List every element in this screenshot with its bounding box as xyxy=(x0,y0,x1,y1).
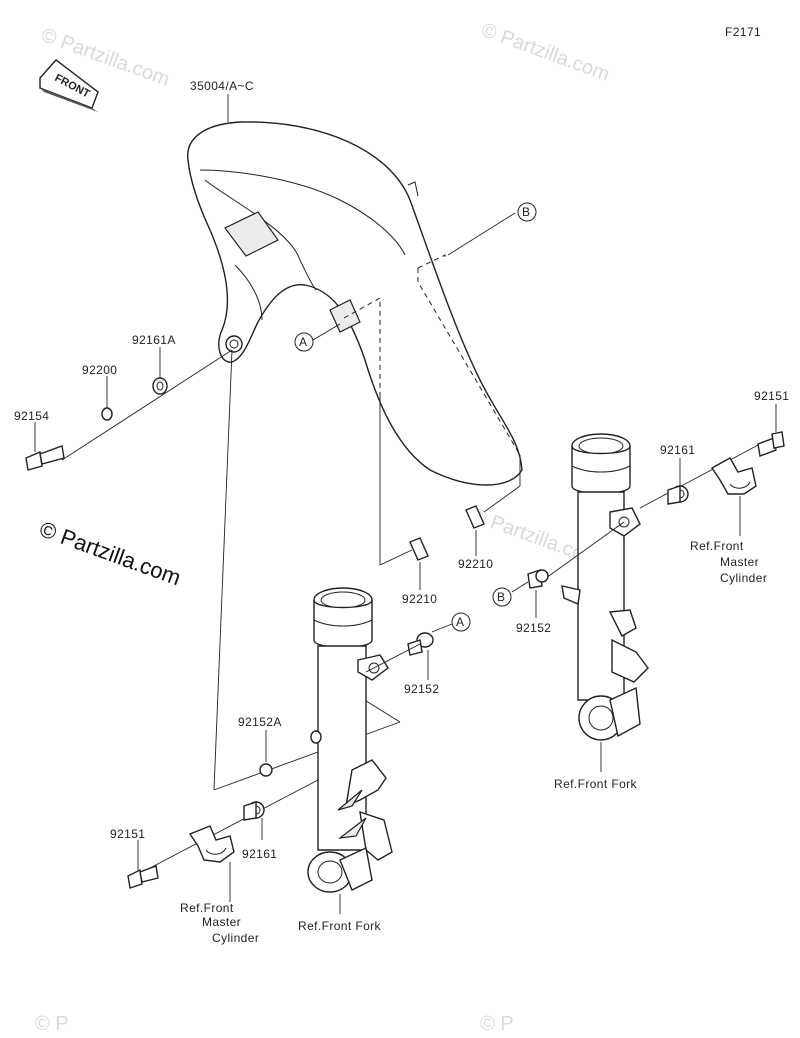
clip-92210-b xyxy=(465,505,485,529)
label-bolt-right: 92151 xyxy=(754,389,789,403)
clip-92210-a xyxy=(409,537,429,561)
callout-b-upper xyxy=(517,202,537,222)
watermark-bottom-right: © P xyxy=(480,1013,514,1033)
right-front-fork xyxy=(561,433,649,741)
bolt-92151-right xyxy=(757,431,785,457)
label-bolt-lower-left: 92151 xyxy=(110,827,145,841)
watermark-main: © Partzilla.com xyxy=(36,516,184,590)
label-collar-b: 92152 xyxy=(516,621,551,635)
label-washer: 92200 xyxy=(82,363,117,377)
label-bushing-left: 92161 xyxy=(242,847,277,861)
front-direction-badge: FRONT xyxy=(39,59,99,112)
ref-front-fork-left: Ref.Front Fork xyxy=(298,919,382,933)
bolt-92151-left xyxy=(127,865,159,889)
label-bushing-right: 92161 xyxy=(660,443,695,457)
callout-a-lower xyxy=(451,612,471,632)
callout-b-lower xyxy=(492,587,512,607)
callout-a-upper xyxy=(294,332,314,352)
callout-a-upper-text: A xyxy=(299,335,307,349)
bushing-92161-right xyxy=(667,485,689,505)
label-collar-left: 92152A xyxy=(238,715,282,729)
left-front-fork xyxy=(307,587,393,893)
watermark-bottom-left: © P xyxy=(35,1013,69,1033)
bracket-right-master-cylinder xyxy=(710,457,757,495)
bracket-left-master-cylinder xyxy=(188,825,235,863)
ref-mc-right-2: Master xyxy=(720,555,759,569)
ref-mc-right-1: Ref.Front xyxy=(690,539,744,553)
ref-mc-left-1: Ref.Front xyxy=(180,901,234,915)
callout-b-lower-text: B xyxy=(497,590,505,604)
label-clip-b: 92210 xyxy=(458,557,493,571)
label-clip-a: 92210 xyxy=(402,592,437,606)
bushing-92161-left xyxy=(243,801,265,821)
label-fender: 35004/A~C xyxy=(190,79,254,93)
front-fender xyxy=(187,121,523,486)
callout-a-lower-text: A xyxy=(456,615,464,629)
collar-92152a xyxy=(259,763,273,777)
ref-front-fork-right: Ref.Front Fork xyxy=(554,777,638,791)
ref-mc-right-3: Cylinder xyxy=(720,571,767,585)
washer-92200 xyxy=(101,407,113,421)
label-bushing-a: 92161A xyxy=(132,333,176,347)
collar-92152-b xyxy=(527,569,549,589)
bolt-92154 xyxy=(25,445,65,471)
watermark-top-right: © Partzilla.com xyxy=(478,19,612,86)
ref-mc-left-2: Master xyxy=(202,915,241,929)
figure-code: F2171 xyxy=(725,25,761,39)
label-collar-a: 92152 xyxy=(404,682,439,696)
ref-mc-left-3: Cylinder xyxy=(212,931,259,945)
callout-b-upper-text: B xyxy=(522,205,530,219)
bushing-92161a xyxy=(152,377,168,395)
label-bolt-left: 92154 xyxy=(14,409,49,423)
collar-92152-a xyxy=(407,632,434,656)
